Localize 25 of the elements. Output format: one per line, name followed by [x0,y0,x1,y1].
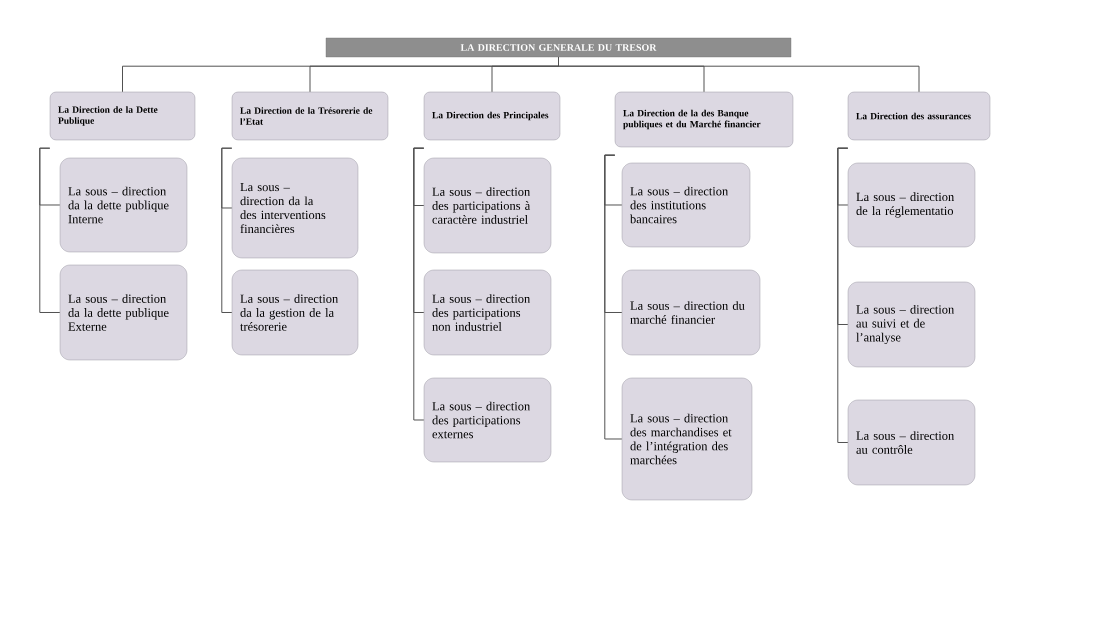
sub-department-box: La sous – direction du marché financier [621,269,761,356]
connector-line [39,147,61,313]
department-box: La Direction des Principales [423,91,561,141]
sub-department-box: La sous – direction da la gestion de la trésorerie [231,269,359,356]
connector-line [558,56,920,93]
sub-department-box: La sous – direction des marchandises et de l’intégration des marchées [621,377,753,501]
department-box: La Direction des assurances [847,91,991,141]
sub-department-box: La sous – direction au contrôle [847,399,976,486]
sub-department-box: La sous – direction da la des interventions financières [231,157,359,259]
sub-department-box: La sous – direction da la dette publique Externe [59,264,188,361]
department-box: La Direction de la Dette Publique [49,91,196,141]
sub-department-box: La sous – direction de la réglementatio [847,162,976,248]
sub-department-box: La sous – direction da la dette publique Interne [59,157,188,253]
sub-department-box: La sous – direction des institutions bancaires [621,162,751,248]
connector-line [837,147,849,443]
connector-line [413,147,425,421]
sub-department-box: La sous – direction des participations non industriel [423,269,552,356]
sub-department-box: La sous – direction des participations à caractère industriel [423,157,552,254]
sub-department-box: La sous – direction au suivi et de l’analyse [847,281,976,368]
connector-line [604,154,623,440]
sub-department-box: La sous – direction des participations externes [423,377,552,463]
title-box: LA DIRECTION GENERALE DU TRESOR [325,37,792,58]
connector-line [221,147,233,313]
department-box: La Direction de la Trésorerie de l’Etat [231,91,389,141]
department-box: La Direction de la des Banque publiques et du Marché financier [614,91,794,148]
